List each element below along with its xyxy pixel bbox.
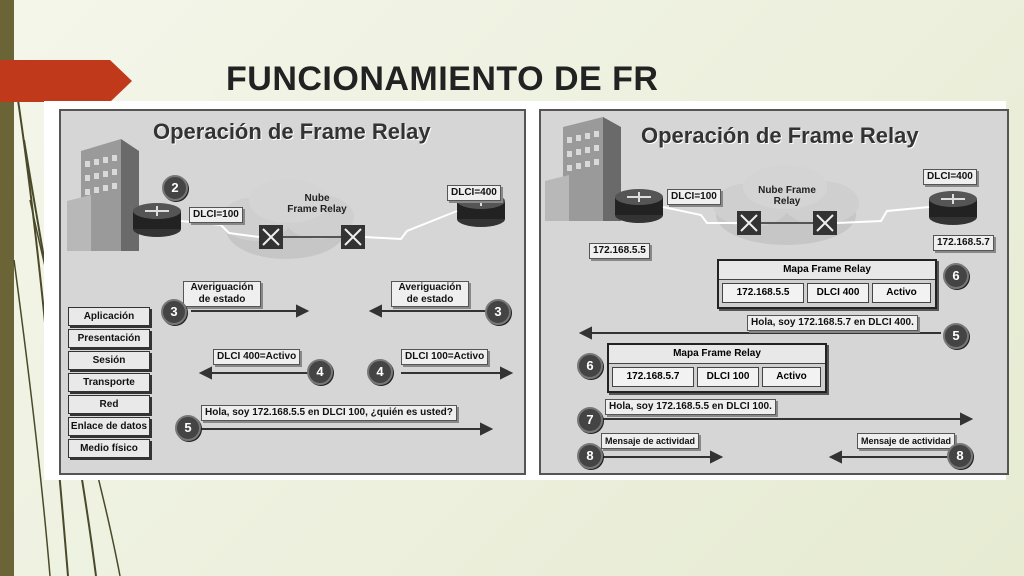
dlci-label: DLCI=100 [189, 207, 243, 223]
building-icon [545, 117, 621, 221]
left-stripe [0, 0, 14, 576]
status-inquiry-label: Averiguación de estado [183, 281, 261, 307]
step-badge: 8 [947, 443, 973, 469]
left-panel-title: Operación de Frame Relay [153, 119, 431, 144]
cloud-label: Nube Frame Relay [758, 185, 816, 207]
osi-layer: Presentación [68, 329, 150, 348]
left-panel: Operación de Frame Relay [59, 109, 526, 475]
map-dlci-cell: DLCI 400 [807, 283, 869, 303]
switch-icon [259, 225, 283, 249]
step-badge: 3 [485, 299, 511, 325]
router-icon [133, 203, 181, 237]
switch-icon [737, 211, 761, 235]
switch-icon [813, 211, 837, 235]
osi-layer: Transporte [68, 373, 150, 392]
switch-icon [341, 225, 365, 249]
step-badge: 4 [367, 359, 393, 385]
osi-layer: Aplicación [68, 307, 150, 326]
dlci-label: DLCI=400 [923, 169, 977, 185]
map-title: Mapa Frame Relay [719, 261, 935, 280]
hello-message-label: Hola, soy 172.168.5.5 en DLCI 100. [605, 399, 776, 415]
map-state-cell: Activo [762, 367, 821, 387]
osi-layer: Red [68, 395, 150, 414]
left-network-diagram [67, 139, 514, 436]
router-icon [615, 189, 663, 223]
status-label: DLCI 100=Activo [401, 349, 489, 365]
status-label: DLCI 400=Activo [213, 349, 301, 365]
osi-layer: Enlace de datos [68, 417, 150, 436]
map-state-cell: Activo [872, 283, 931, 303]
map-dlci-cell: DLCI 100 [697, 367, 759, 387]
step-badge: 7 [577, 407, 603, 433]
ip-address-label: 172.168.5.5 [589, 243, 650, 259]
frame-relay-figure: Operación de Frame Relay [44, 101, 1009, 480]
ip-address-label: 172.168.5.7 [933, 235, 994, 251]
osi-layer: Medio físico [68, 439, 150, 458]
right-network-diagram [545, 117, 977, 464]
cloud-label: Nube Frame Relay [287, 193, 347, 215]
map-ip-cell: 172.168.5.7 [612, 367, 694, 387]
step-badge: 5 [943, 323, 969, 349]
slide-title: FUNCIONAMIENTO DE FR [226, 60, 659, 98]
dlci-label: DLCI=400 [447, 185, 501, 201]
step-badge: 6 [943, 263, 969, 289]
title-marker-arrow [0, 60, 132, 102]
status-inquiry-label: Averiguación de estado [391, 281, 469, 307]
right-panel-title: Operación de Frame Relay [641, 123, 919, 148]
osi-layer: Sesión [68, 351, 150, 370]
building-icon [67, 139, 139, 251]
keepalive-label: Mensaje de actividad [601, 433, 700, 449]
map-title: Mapa Frame Relay [609, 345, 825, 364]
step-badge: 5 [175, 415, 201, 441]
step-badge: 8 [577, 443, 603, 469]
frame-relay-cloud-icon [221, 179, 354, 259]
map-ip-cell: 172.168.5.5 [722, 283, 804, 303]
hello-message-label: Hola, soy 172.168.5.7 en DLCI 400. [747, 315, 918, 331]
frame-relay-map-table: Mapa Frame Relay 172.168.5.5 DLCI 400 Ac… [717, 259, 937, 309]
step-badge: 3 [161, 299, 187, 325]
step-badge: 4 [307, 359, 333, 385]
step-badge: 2 [162, 175, 188, 201]
router-icon [929, 191, 977, 225]
dlci-label: DLCI=100 [667, 189, 721, 205]
frame-relay-map-table: Mapa Frame Relay 172.168.5.7 DLCI 100 Ac… [607, 343, 827, 393]
keepalive-label: Mensaje de actividad [857, 433, 956, 449]
step-badge: 6 [577, 353, 603, 379]
right-panel: Operación de Frame Relay [539, 109, 1009, 475]
hello-message-label: Hola, soy 172.168.5.5 en DLCI 100, ¿quié… [201, 405, 457, 421]
